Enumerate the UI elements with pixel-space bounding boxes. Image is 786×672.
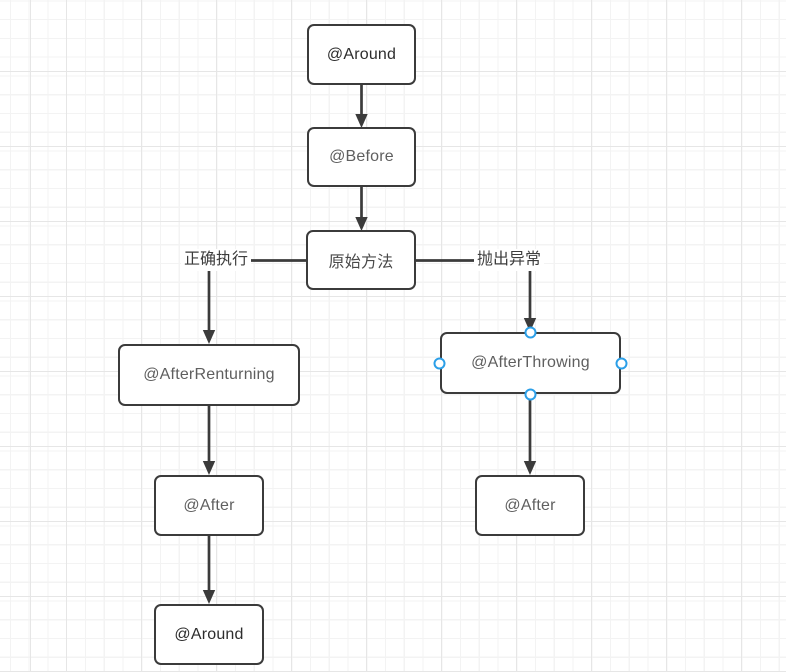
edge-after-left-to-around-bottom[interactable] [202, 536, 216, 604]
arrowhead-icon [355, 114, 368, 128]
node-around-bottom[interactable]: @Around [154, 604, 264, 665]
edge-original-to-after-throwing[interactable] [416, 259, 537, 333]
arrowhead-icon [523, 461, 537, 475]
edge-label-exception[interactable]: 抛出异常 [474, 249, 545, 271]
node-label: @AfterThrowing [471, 354, 590, 371]
edge-around-top-to-before[interactable] [355, 85, 368, 128]
node-after-left[interactable]: @After [154, 475, 264, 536]
edge-original-to-after-returning[interactable] [202, 259, 306, 345]
node-label: @Before [329, 148, 394, 165]
node-label: @After [183, 496, 235, 514]
node-after-right[interactable]: @After [475, 475, 585, 536]
edge-after-returning-to-after-left[interactable] [202, 406, 216, 475]
edge-before-to-original[interactable] [355, 187, 368, 231]
arrowhead-icon [202, 590, 216, 604]
node-around-top[interactable]: @Around [307, 24, 416, 85]
node-before[interactable]: @Before [307, 127, 416, 187]
node-after-returning[interactable]: @AfterRenturning [118, 344, 300, 406]
node-original-method[interactable]: 原始方法 [306, 230, 416, 290]
node-label: 原始方法 [328, 254, 394, 271]
arrowhead-icon [202, 330, 216, 344]
node-after-throwing[interactable]: @AfterThrowing [440, 332, 621, 394]
edge-after-throwing-to-after-right[interactable] [523, 394, 537, 475]
node-label: @Around [326, 45, 397, 63]
arrowhead-icon [523, 318, 537, 332]
arrowhead-icon [202, 461, 216, 475]
node-label: @Around [174, 625, 244, 643]
edge-label-success[interactable]: 正确执行 [181, 249, 252, 271]
arrowhead-icon [355, 217, 368, 231]
node-label: @AfterRenturning [143, 366, 275, 383]
node-label: @After [504, 496, 556, 514]
